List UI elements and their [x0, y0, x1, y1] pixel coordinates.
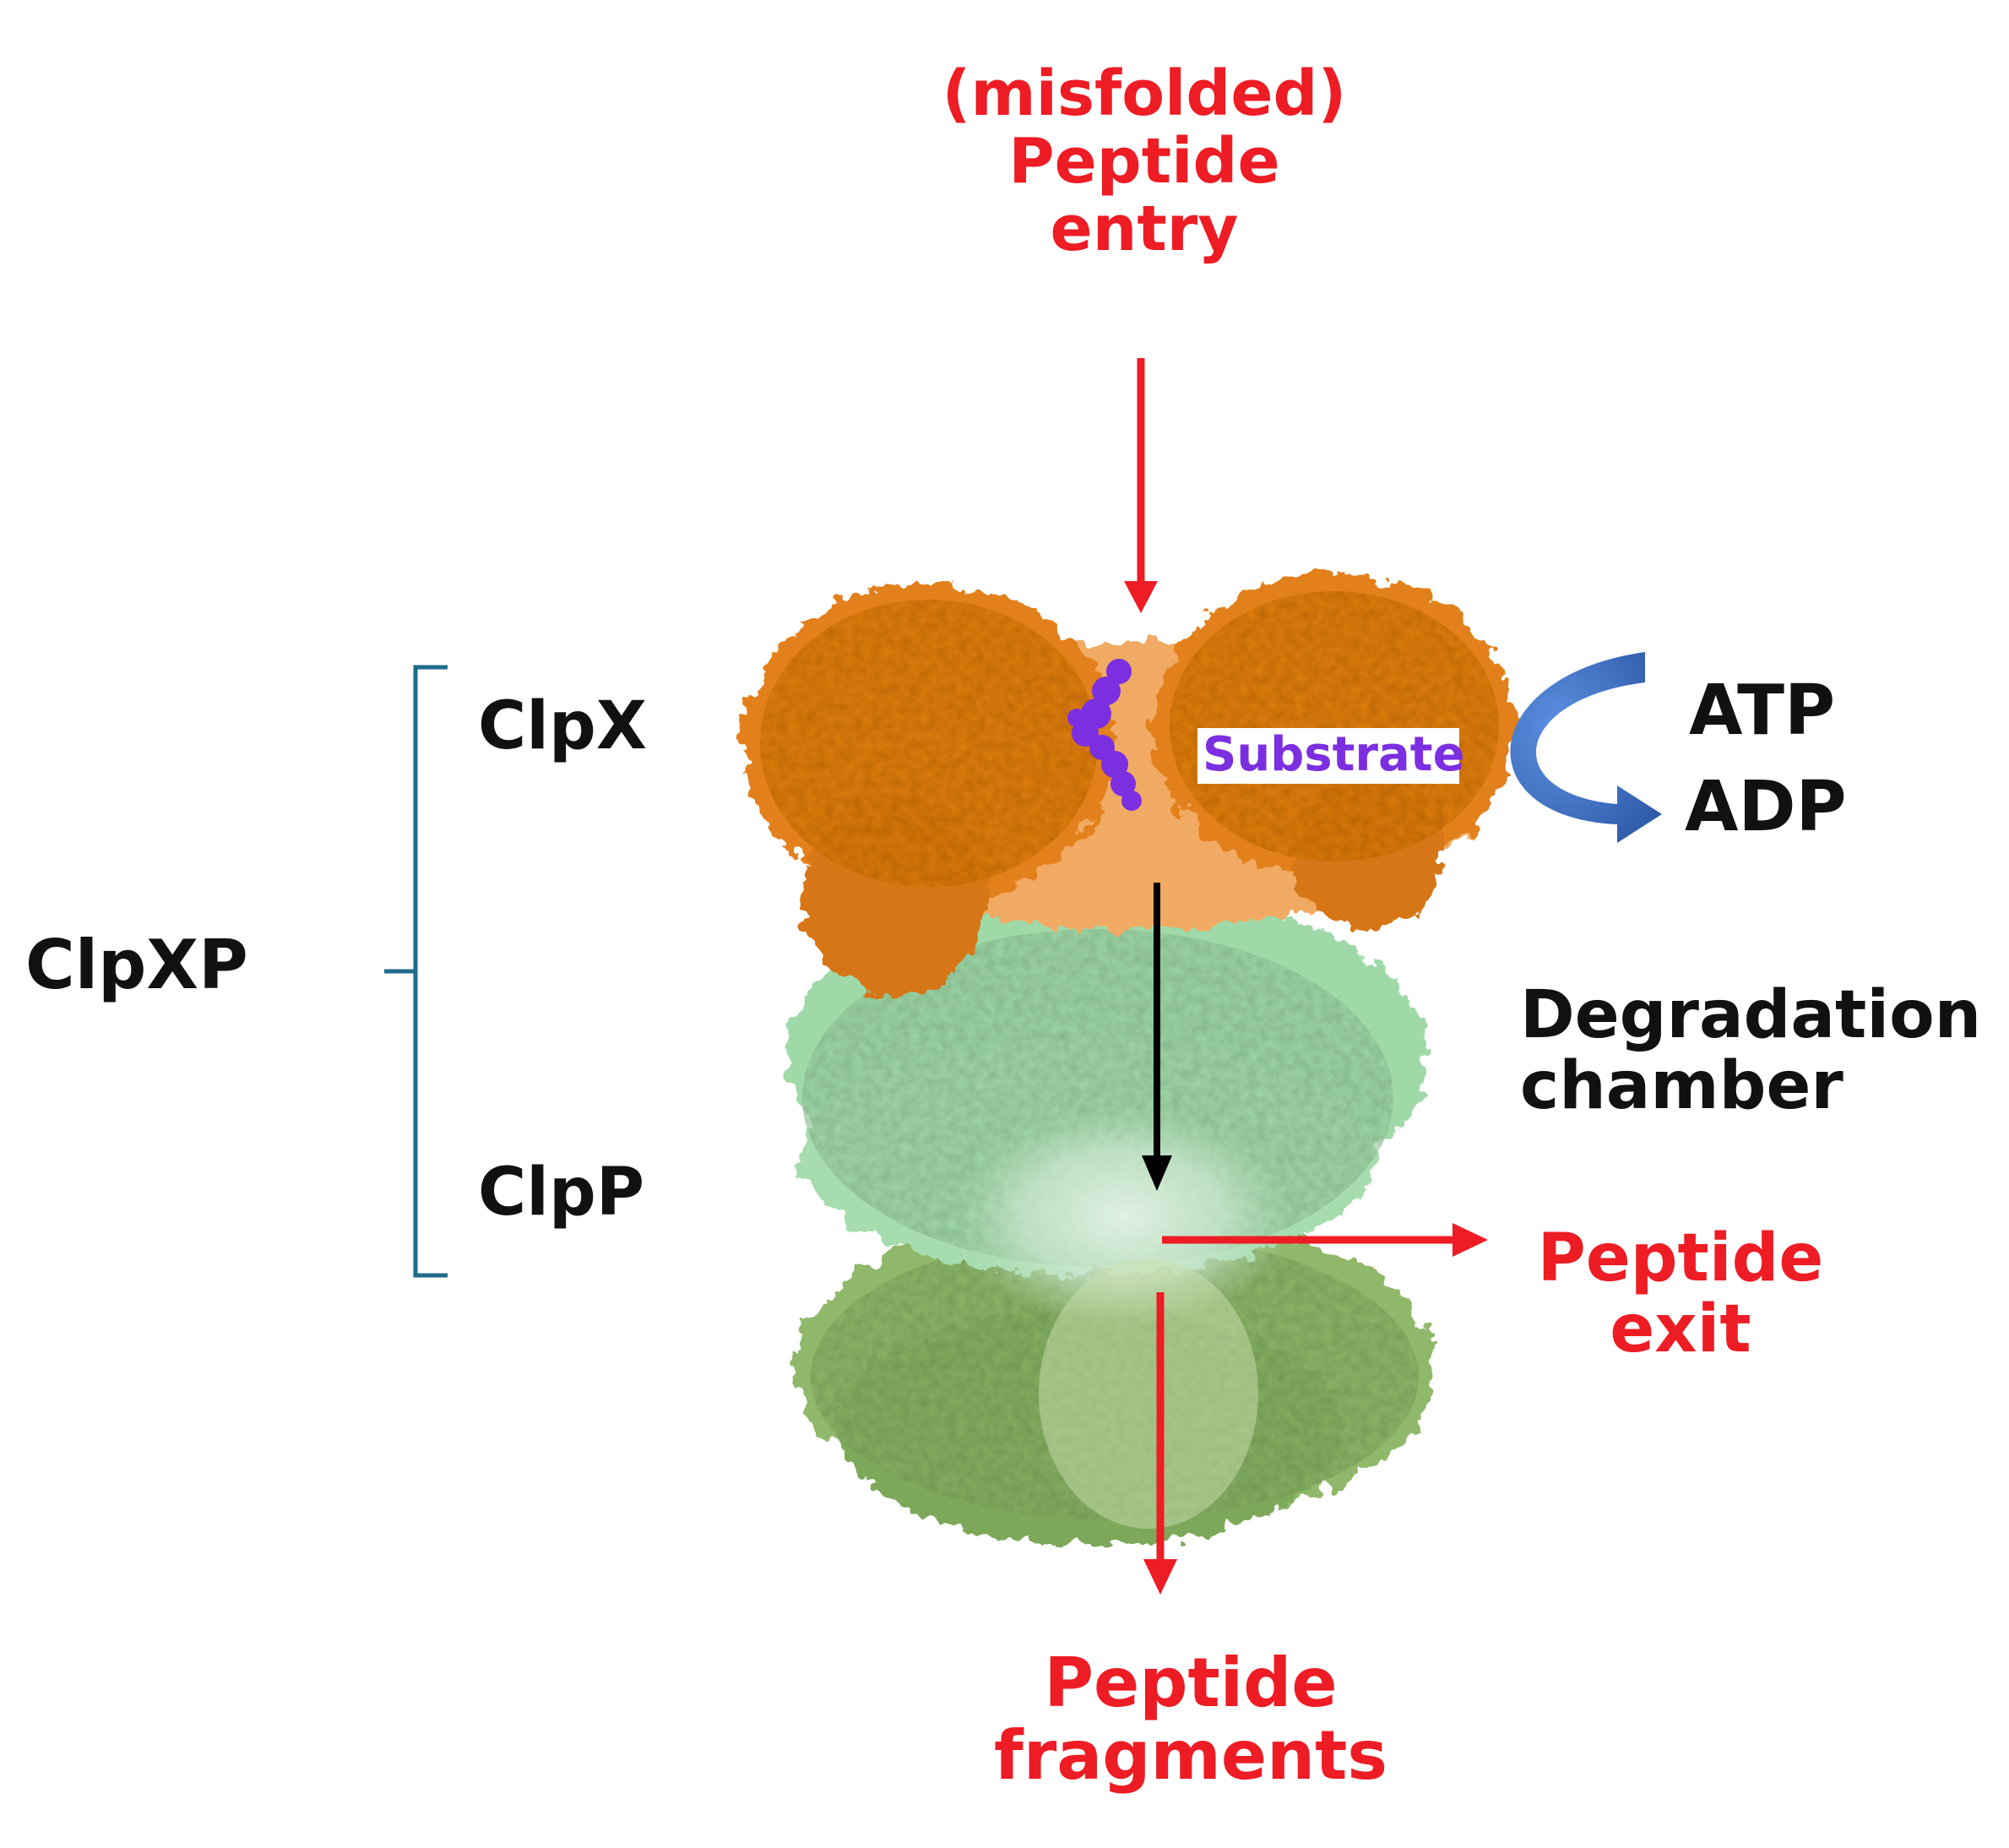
entry-label-line3: entry	[1050, 192, 1239, 265]
degradation-chamber-line2: chamber	[1520, 1048, 1843, 1125]
entry-label: (misfolded) Peptide entry	[925, 57, 1364, 265]
clpp-label: ClpP	[478, 1155, 644, 1231]
clpx-texture	[760, 591, 1499, 887]
peptide-exit-line1: Peptide	[1537, 1220, 1824, 1296]
peptide-exit-arrow	[1162, 1223, 1488, 1257]
peptide-exit-label: Peptide exit	[1512, 1220, 1849, 1368]
clpxp-bracket	[384, 665, 448, 1278]
translocation-arrow	[1142, 883, 1172, 1191]
peptide-fragments-label: Peptide fragments	[980, 1644, 1402, 1796]
entry-label-line1: (misfolded)	[942, 57, 1347, 130]
clpxp-label: ClpXP	[25, 926, 248, 1004]
entry-label-line2: Peptide	[1008, 124, 1280, 198]
entry-arrow	[1124, 358, 1158, 613]
peptide-fragments-arrow	[1143, 1292, 1177, 1595]
substrate-label-box	[1197, 728, 1459, 784]
substrate-label: Substrate	[1203, 727, 1465, 782]
clpx-label: ClpX	[478, 688, 647, 764]
peptide-exit-line2: exit	[1610, 1291, 1751, 1368]
degradation-chamber-line1: Degradation	[1520, 977, 1982, 1053]
atp-adp-curved-arrow	[1510, 652, 1662, 843]
lower-channel-glow	[1039, 1258, 1258, 1529]
peptide-fragments-line2: fragments	[994, 1716, 1387, 1796]
degradation-chamber-glow	[954, 1106, 1292, 1326]
peptide-fragments-line1: Peptide	[1044, 1644, 1338, 1722]
degradation-chamber-label: Degradation chamber	[1520, 980, 1981, 1122]
adp-label: ADP	[1685, 767, 1847, 847]
atp-label: ATP	[1689, 671, 1836, 751]
substrate-molecule	[1067, 659, 1142, 811]
